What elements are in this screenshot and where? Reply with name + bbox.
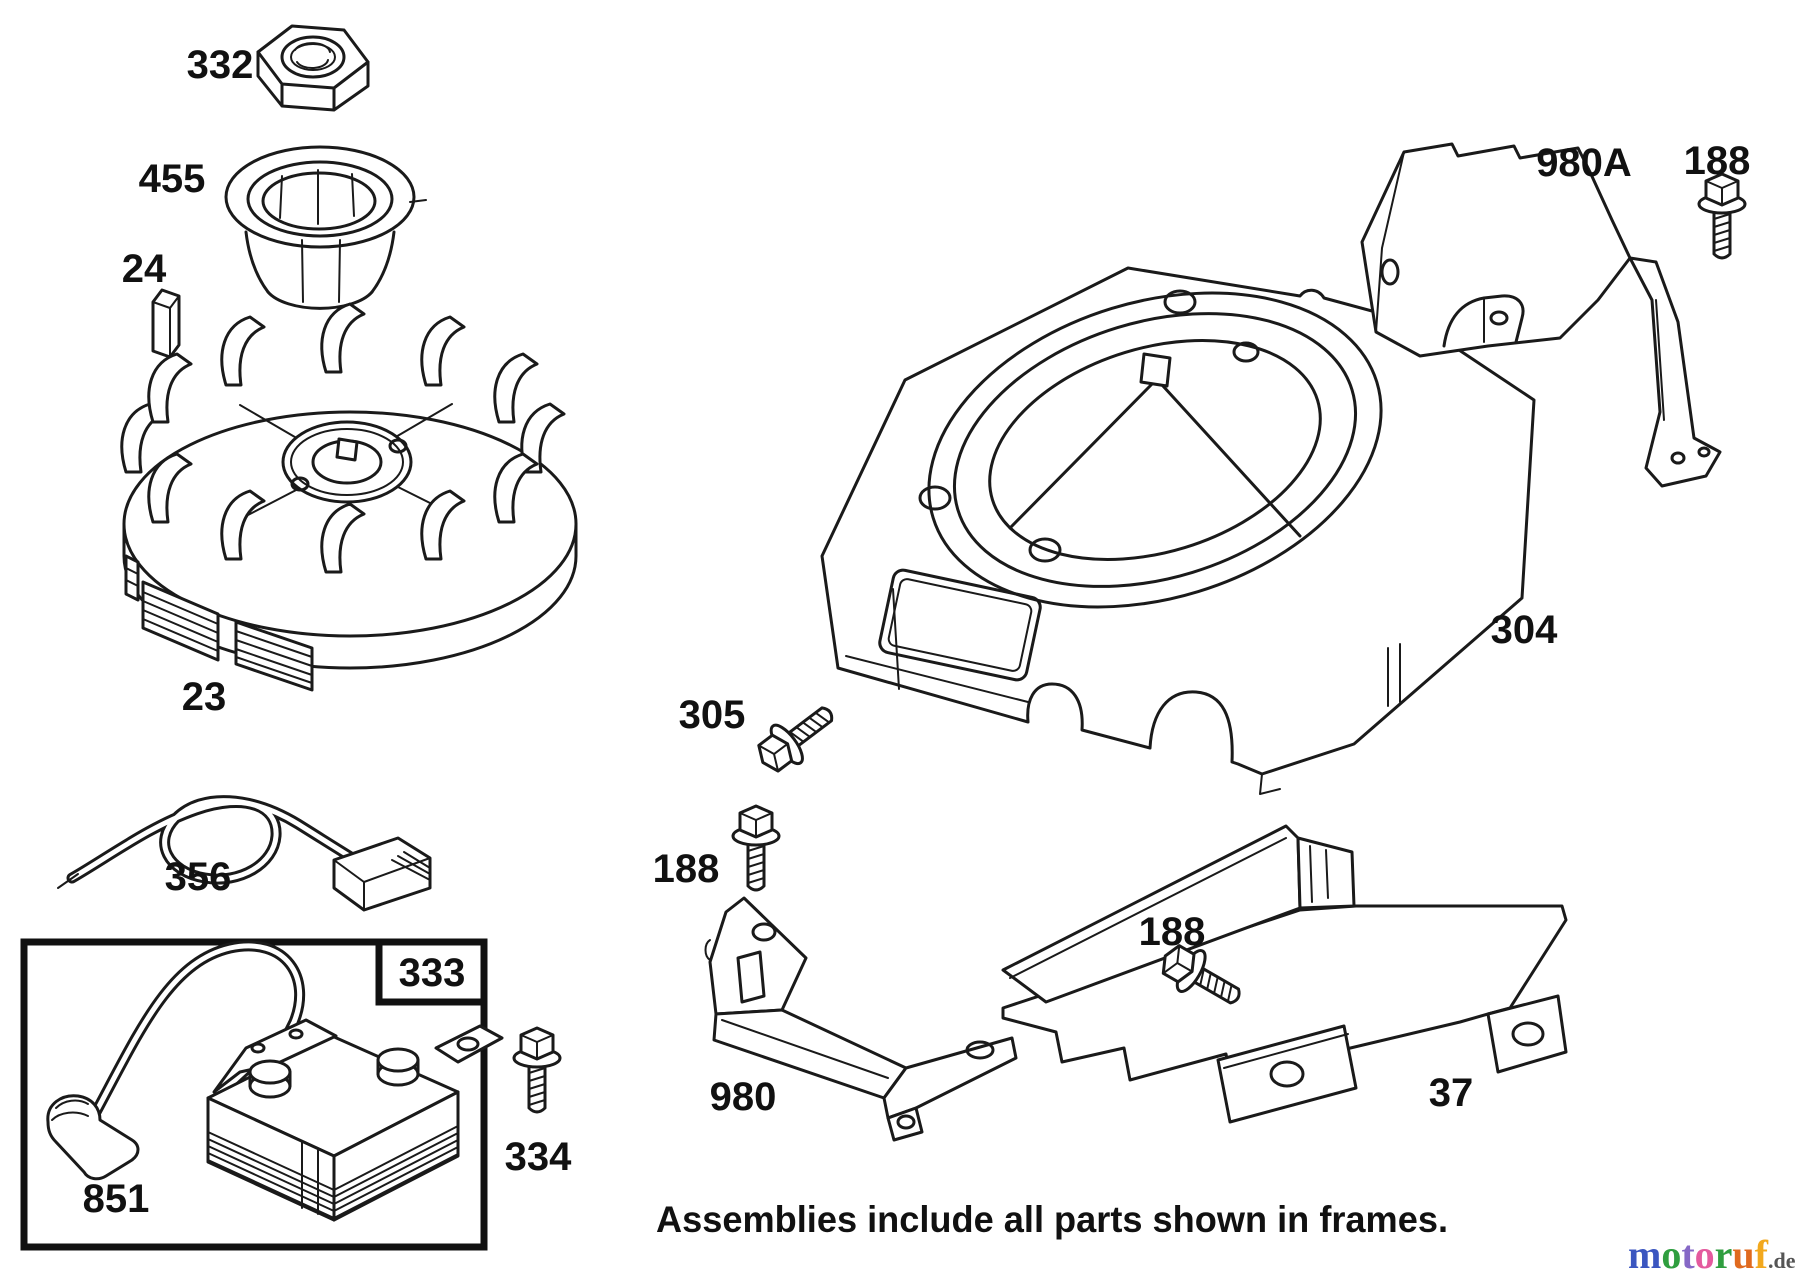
part-label-37: 37	[1429, 1071, 1474, 1115]
part-label-23: 23	[182, 675, 227, 719]
part-drawing-key-24	[151, 288, 181, 359]
motoruf-logo[interactable]: motoruf.de	[1628, 1232, 1796, 1277]
part-label-24: 24	[122, 247, 167, 291]
part-label-304: 304	[1491, 608, 1558, 652]
part-drawing-bolt-188-center	[731, 804, 781, 892]
logo-letter-m: m	[1628, 1232, 1661, 1277]
logo-suffix-de: .de	[1768, 1248, 1796, 1273]
flywheel-label-stickers	[124, 554, 314, 692]
logo-letter-o2: o	[1695, 1232, 1715, 1277]
part-drawing-bolt-334	[512, 1026, 562, 1114]
part-drawing-bolt-305	[747, 692, 846, 783]
part-drawing-ignition-coil-851	[46, 940, 504, 1222]
part-label-334: 334	[505, 1135, 572, 1179]
part-label-188-top: 188	[1684, 139, 1751, 183]
frame-label-333: 333	[399, 951, 466, 995]
part-label-188-center: 188	[653, 847, 720, 891]
part-label-455: 455	[139, 157, 206, 201]
logo-letter-f: f	[1755, 1232, 1769, 1277]
part-drawing-bracket-37	[1001, 824, 1568, 1124]
logo-letter-r: r	[1715, 1232, 1733, 1277]
part-label-851: 851	[83, 1177, 150, 1221]
part-drawing-bolt-188-top	[1697, 172, 1747, 260]
logo-letter-o1: o	[1661, 1232, 1681, 1277]
part-drawing-bracket-980a	[1360, 142, 1722, 488]
part-label-980A: 980A	[1536, 141, 1632, 185]
part-drawing-bracket-980	[704, 896, 1018, 1142]
part-label-980: 980	[710, 1075, 777, 1119]
part-label-332: 332	[187, 43, 254, 87]
part-label-188-bracket37: 188	[1139, 910, 1206, 954]
logo-letter-t: t	[1681, 1232, 1695, 1277]
part-label-305: 305	[679, 693, 746, 737]
part-drawing-cup-455	[224, 145, 427, 310]
part-drawing-flywheel-23	[120, 302, 578, 692]
assemblies-caption: Assemblies include all parts shown in fr…	[656, 1199, 1448, 1240]
part-drawing-nut-332	[256, 24, 370, 112]
logo-letter-u: u	[1732, 1232, 1754, 1277]
part-drawing-wire-356	[57, 795, 432, 912]
part-drawing-blower-housing-304	[820, 266, 1536, 795]
part-label-356: 356	[165, 855, 232, 899]
part-labels: 332 455 24 23 356 333 851 334 305 188 98…	[83, 43, 1751, 1221]
